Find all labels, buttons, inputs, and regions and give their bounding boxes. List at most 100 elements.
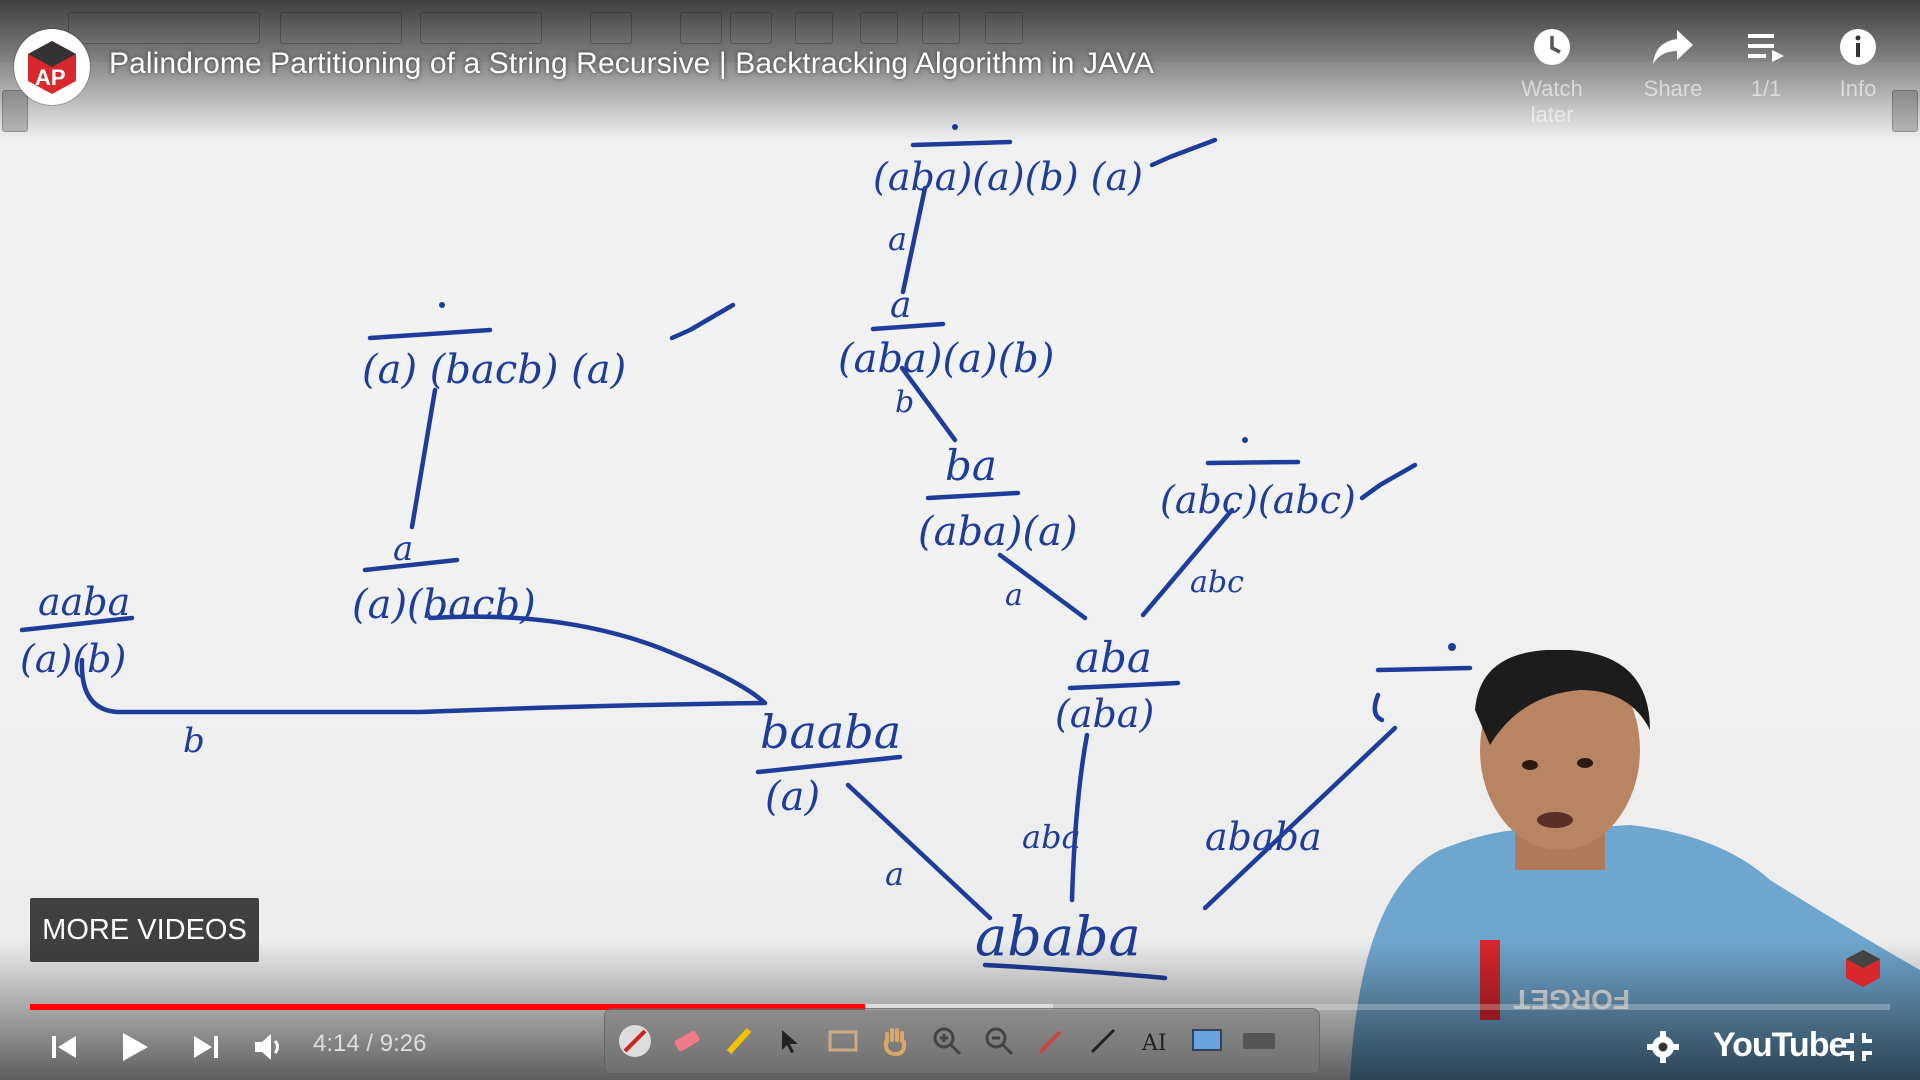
hand-icon [875, 1019, 915, 1063]
ba-underline [925, 490, 1021, 501]
node-top-left-part: (a) (bacb) (a) [362, 347, 626, 393]
progress-bar[interactable] [30, 1004, 1890, 1010]
annotation-toolbar: AI [604, 1008, 1320, 1074]
volume-button[interactable] [249, 1022, 289, 1072]
text-icon: AI [1135, 1019, 1175, 1063]
svg-text:AP: AP [35, 65, 66, 90]
right-dot [1448, 643, 1456, 651]
share-label: Share [1643, 76, 1703, 101]
play-button[interactable] [115, 1022, 155, 1072]
laser-icon [1031, 1019, 1071, 1063]
node-far-left-part: (a)(b) [20, 637, 126, 681]
screen-icon [1187, 1019, 1227, 1063]
node-ba-word: ba [945, 441, 997, 490]
edge-label-b: b [895, 385, 914, 420]
exit-fullscreen-button[interactable] [1838, 1022, 1878, 1072]
edge-baaba-left [79, 614, 768, 715]
next-button[interactable] [186, 1022, 226, 1072]
time-display: 4:14 / 9:26 [313, 1030, 427, 1057]
share-button[interactable]: Share [1618, 22, 1728, 112]
node-top-part: (aba)(a)(b) (a) [873, 155, 1143, 199]
left-underline [755, 754, 903, 775]
pen-icon [615, 1019, 655, 1063]
share-icon [1653, 30, 1693, 64]
skip-next-icon [194, 1036, 218, 1058]
edge-a-top [900, 185, 928, 295]
highlighter-icon [719, 1019, 759, 1063]
edge-label-ba-a: a [1005, 578, 1023, 613]
zoom-in-icon [927, 1019, 967, 1063]
playlist-button[interactable]: 1/1 [1711, 22, 1821, 112]
settings-button[interactable] [1643, 1022, 1683, 1072]
mid-underline [1067, 680, 1181, 691]
far-left-underline [19, 615, 135, 633]
volume-icon [255, 1034, 279, 1060]
presenter-eye-left [1522, 760, 1538, 770]
info-button[interactable]: Info [1803, 22, 1913, 112]
svg-text:AI: AI [1141, 1031, 1167, 1056]
abc-dot [1242, 437, 1248, 443]
edge-label-abc: abc [1190, 565, 1244, 600]
edge-label-a: a [885, 855, 904, 893]
gear-icon [1647, 1031, 1679, 1063]
presenter-hair [1475, 650, 1650, 745]
node-mid-word: aba [1075, 633, 1152, 682]
info-icon [1840, 29, 1876, 65]
progress-played [30, 1004, 866, 1010]
playlist-icon [1748, 34, 1784, 62]
more-videos-button[interactable]: MORE VIDEOS [30, 898, 259, 962]
node-cbacb-part: (a)(bacb) [352, 582, 536, 628]
top-left-overline [367, 327, 493, 341]
abc-check-icon [1359, 462, 1418, 501]
right-overline [1375, 665, 1473, 673]
node-abc-part: (abc)(abc) [1160, 478, 1356, 522]
a-underline [870, 321, 946, 332]
youtube-logo[interactable]: YouTube [1713, 1026, 1847, 1064]
pointer-icon [771, 1019, 811, 1063]
top-overline [910, 139, 1013, 148]
watch-later-button[interactable]: Watch later [1497, 22, 1607, 127]
edge-label-top-a: a [888, 220, 907, 258]
edge-label-ababa: ababa [1205, 815, 1322, 859]
presenter-mouth [1537, 812, 1573, 828]
top-left-check-icon [669, 302, 736, 341]
edge-cbacb-top [409, 387, 438, 530]
top-gradient [0, 0, 1920, 140]
top-check-icon [1149, 137, 1218, 168]
edge-ba-a [899, 365, 958, 443]
node-mid-part: (aba) [1055, 692, 1154, 736]
edge-root-right [1202, 725, 1398, 911]
exit-fullscreen-icon [1844, 1033, 1872, 1061]
right-partial-node [1372, 692, 1385, 723]
abc-overline [1205, 459, 1301, 466]
video-title[interactable]: Palindrome Partitioning of a String Recu… [109, 47, 1154, 80]
line-icon [1083, 1019, 1123, 1063]
presenter-eye-right [1577, 758, 1593, 768]
node-left-word: baaba [760, 705, 901, 759]
play-icon [123, 1033, 148, 1061]
select-icon [823, 1019, 863, 1063]
eraser-icon [667, 1019, 707, 1063]
previous-button[interactable] [44, 1022, 84, 1072]
top-left-dot [439, 302, 445, 308]
skip-previous-icon [52, 1036, 76, 1058]
cbacb-underline [362, 557, 460, 573]
channel-avatar[interactable]: AP [14, 29, 90, 105]
channel-logo-icon: AP [15, 30, 89, 104]
watch-later-label: Watch later [1521, 76, 1583, 127]
keyboard-icon [1239, 1019, 1279, 1063]
playlist-position: 1/1 [1750, 76, 1782, 101]
edge-root-mid [1069, 732, 1090, 903]
edge-root-left [845, 782, 993, 921]
channel-watermark-icon[interactable] [1844, 948, 1882, 988]
info-label: Info [1839, 76, 1877, 101]
node-a-word: a [890, 285, 911, 326]
node-a-part: (aba)(a)(b) [838, 336, 1054, 382]
edge-label-far-left-b: b [183, 721, 205, 761]
edge-mid-ba [997, 552, 1088, 621]
zoom-out-icon [979, 1019, 1019, 1063]
node-far-left-word: aaba [38, 580, 130, 624]
node-cbacb-word: a [393, 529, 413, 569]
